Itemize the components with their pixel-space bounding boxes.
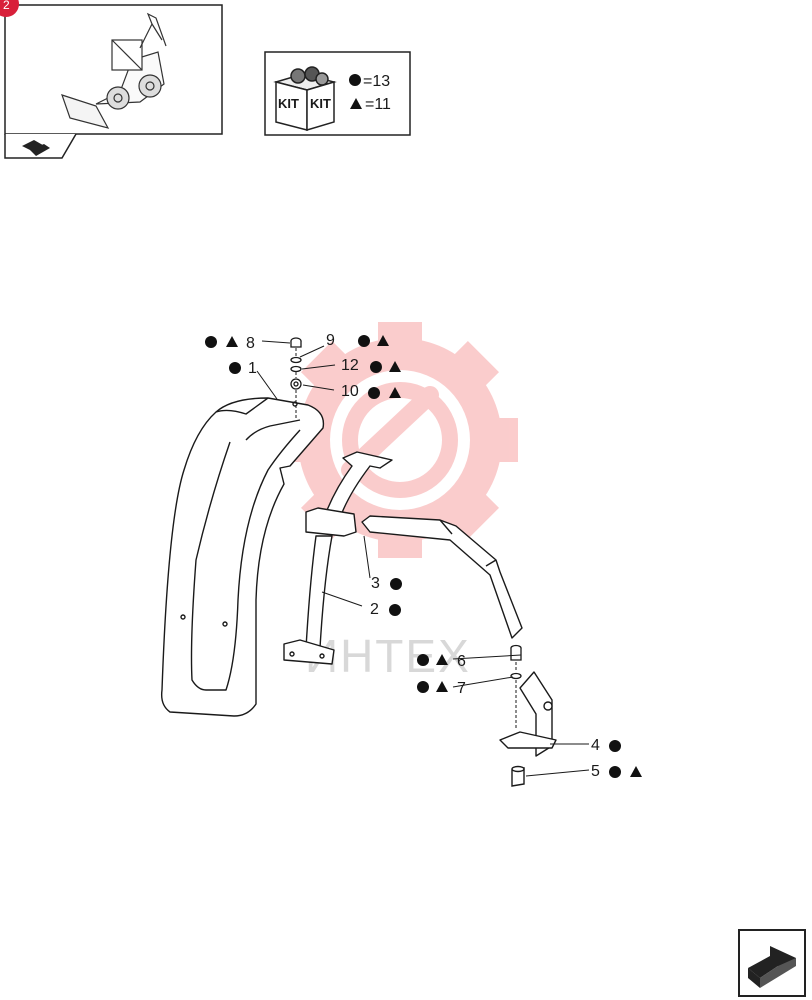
triangle-symbol-icon — [389, 387, 401, 398]
triangle-symbol-icon — [389, 361, 401, 372]
bolt-part-8[interactable] — [290, 337, 302, 348]
tube-part-3[interactable] — [361, 515, 523, 639]
kit-box-right-text: KIT — [310, 96, 331, 111]
callout-12: 12 — [341, 357, 359, 374]
nut-part-10[interactable] — [290, 378, 302, 390]
circle-symbol-icon — [417, 681, 429, 693]
circle-count: =13 — [363, 73, 390, 90]
triangle-symbol-icon — [350, 98, 362, 109]
next-page-arrow-icon — [748, 946, 796, 988]
page-badge: 2 — [0, 0, 19, 17]
callout-5: 5 — [591, 763, 600, 780]
support-part-4[interactable] — [499, 671, 557, 757]
circle-symbol-icon — [417, 654, 429, 666]
circle-symbol-icon — [229, 362, 241, 374]
triangle-symbol-icon — [226, 336, 238, 347]
bolt-part-6[interactable] — [510, 644, 522, 661]
circle-symbol-icon — [609, 766, 621, 778]
kit-legend: KIT KIT =13 =11 — [264, 51, 411, 136]
fender-part-1[interactable] — [160, 397, 325, 717]
triangle-symbol-icon — [436, 654, 448, 665]
circle-symbol-icon — [609, 740, 621, 752]
triangle-count: =11 — [365, 96, 391, 113]
circle-symbol-icon — [205, 336, 217, 348]
badge-number: 2 — [3, 0, 10, 12]
washer-part-9[interactable] — [290, 356, 302, 364]
next-page-button[interactable] — [738, 929, 806, 997]
callout-4: 4 — [591, 737, 600, 754]
leader-lines — [256, 340, 590, 777]
circle-symbol-icon — [389, 604, 401, 616]
triangle-symbol-icon — [630, 766, 642, 777]
machine-thumbnail[interactable] — [4, 4, 223, 159]
callout-3: 3 — [371, 575, 380, 592]
circle-symbol-icon — [368, 387, 380, 399]
triangle-symbol-icon — [377, 335, 389, 346]
page-arrow-icon — [22, 140, 50, 156]
callout-9: 9 — [326, 332, 335, 349]
circle-symbol-icon — [349, 74, 361, 86]
callout-10: 10 — [341, 383, 359, 400]
backhoe-loader-icon — [61, 12, 167, 129]
callout-8: 8 — [246, 335, 255, 352]
washer-part-12[interactable] — [290, 365, 302, 373]
triangle-symbol-icon — [436, 681, 448, 692]
washer-part-7[interactable] — [510, 672, 522, 680]
circle-symbol-icon — [370, 361, 382, 373]
callout-6: 6 — [457, 653, 466, 670]
callout-2: 2 — [370, 601, 379, 618]
circle-symbol-icon — [358, 335, 370, 347]
spacer-part-5[interactable] — [511, 765, 525, 787]
kit-box-icon — [273, 66, 337, 132]
kit-box-left-text: KIT — [278, 96, 299, 111]
callout-7: 7 — [457, 680, 466, 697]
bracket-part-2[interactable] — [283, 451, 393, 665]
circle-symbol-icon — [390, 578, 402, 590]
callout-1: 1 — [248, 360, 257, 377]
